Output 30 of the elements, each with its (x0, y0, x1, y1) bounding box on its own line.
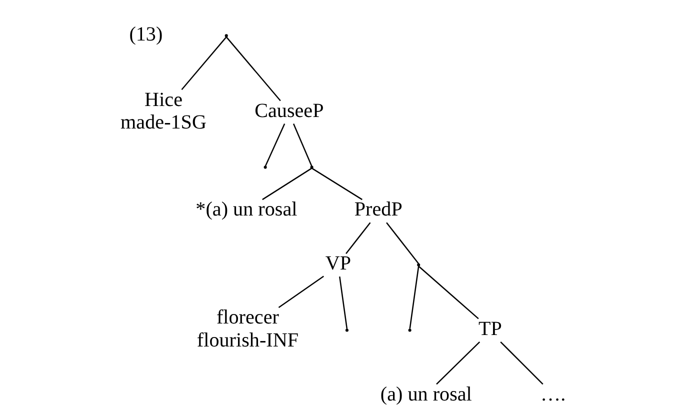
label: (13) (129, 23, 163, 46)
connector (181, 36, 227, 90)
connector (312, 168, 362, 200)
node-point (310, 166, 314, 169)
connector (418, 266, 479, 320)
node-text: PredP (354, 198, 402, 221)
node-point (224, 34, 228, 38)
node-text: florecer flourish-INF (196, 306, 299, 352)
connector (264, 124, 286, 167)
connector (292, 124, 312, 167)
node-text: VP (325, 252, 352, 275)
connector (436, 341, 480, 385)
connector (278, 276, 324, 308)
node-text: CauseeP (254, 100, 324, 122)
node-text: TP (478, 318, 502, 340)
node-text: …. (540, 383, 566, 406)
node-point (417, 263, 420, 266)
connector (386, 222, 420, 264)
node-point (408, 328, 412, 332)
connector (409, 266, 420, 329)
connector (346, 222, 371, 254)
node-text: *(a) un rosal (196, 198, 298, 221)
node-point (264, 166, 267, 169)
node-point (345, 328, 349, 332)
connector (226, 36, 281, 102)
connector (262, 168, 312, 200)
node-text: (a) un rosal (380, 383, 472, 406)
node-text: Hice made-1SG (120, 88, 207, 134)
connector (339, 276, 348, 329)
connector (500, 341, 544, 385)
